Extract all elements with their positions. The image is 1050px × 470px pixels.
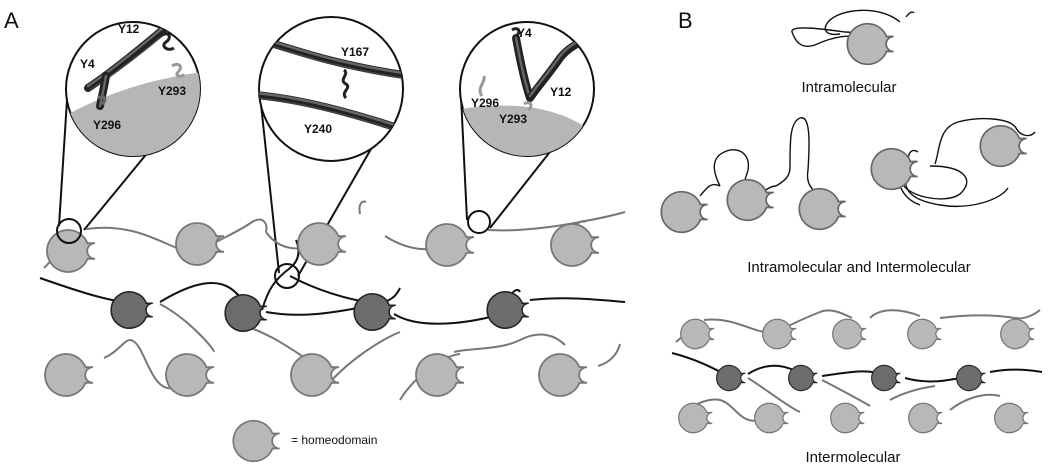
zoom-circle-2 [258, 16, 404, 162]
crosslink-marker-2 [274, 263, 300, 289]
label-y4-b: Y4 [517, 26, 532, 40]
legend: = homeodomain [232, 419, 377, 463]
label-y293: Y293 [158, 84, 186, 98]
label-y293-b: Y293 [499, 112, 527, 126]
label-y296: Y296 [93, 118, 121, 132]
label-y12-b: Y12 [550, 85, 572, 99]
label-y296-b: Y296 [471, 96, 499, 110]
crosslink-marker-1 [56, 218, 82, 244]
label-y4: Y4 [80, 57, 95, 71]
label-y167: Y167 [341, 45, 369, 59]
legend-homeodomain-icon [232, 419, 281, 463]
intra-inter-diagram: Intramolecular and Intermolecular [660, 117, 1036, 276]
panel-a: Y12 Y4 Y293 Y296 Y167 Y240 Y4 Y296 Y12 Y… [39, 16, 626, 463]
panel-a-letter: A [4, 8, 19, 33]
caption-intra-inter: Intramolecular and Intermolecular [747, 259, 970, 276]
zoom-circle-1 [65, 21, 201, 157]
inter-diagram: Intermolecular [671, 309, 1043, 466]
label-y12: Y12 [118, 22, 140, 36]
caption-intermolecular: Intermolecular [805, 449, 900, 466]
panel-b-letter: B [678, 8, 693, 33]
label-y240: Y240 [304, 122, 332, 136]
legend-label: = homeodomain [291, 433, 377, 447]
panel-b: Intramolecular Intramolecular and Interm… [660, 9, 1043, 466]
caption-intramolecular: Intramolecular [801, 79, 896, 96]
crosslink-marker-3 [467, 210, 491, 234]
intra-diagram: Intramolecular [791, 9, 915, 96]
